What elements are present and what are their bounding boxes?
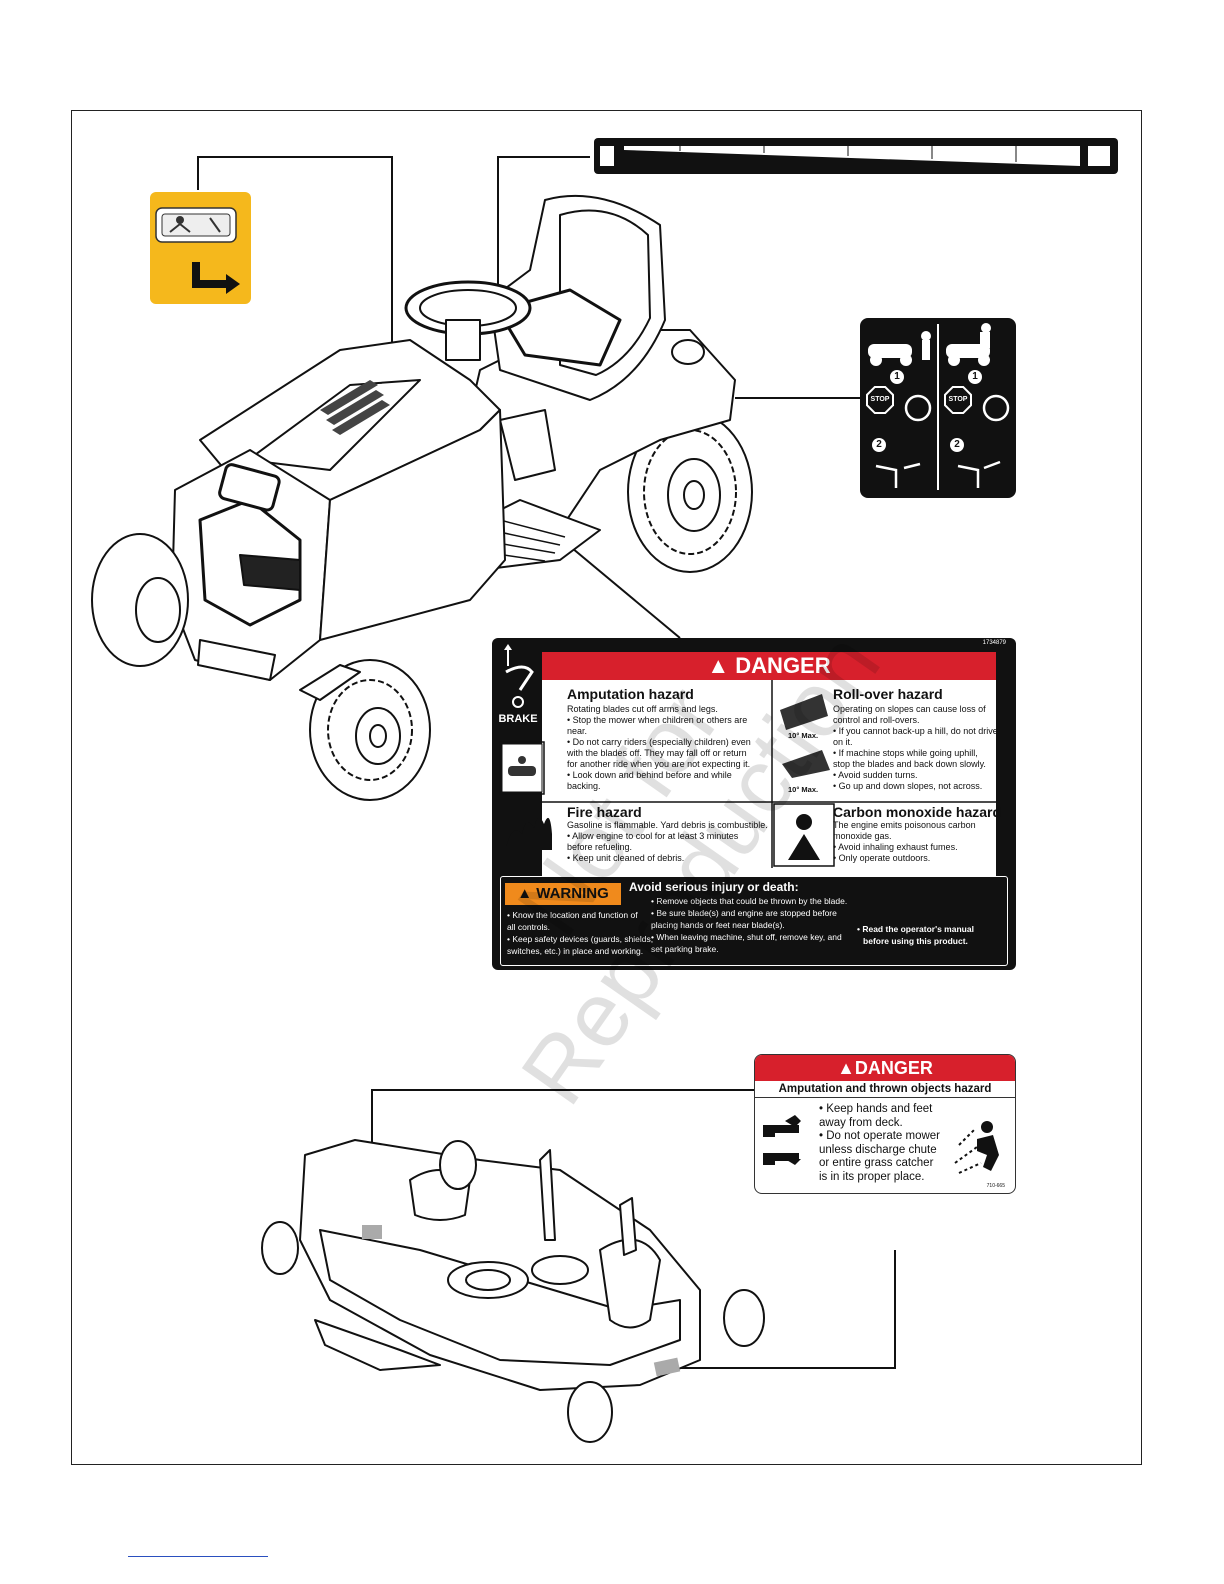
hazard-grid: [542, 652, 996, 882]
deck-danger-header: ▲DANGER: [755, 1055, 1015, 1081]
decal-part-number: 1734879: [982, 640, 1006, 646]
step-number: 2: [872, 438, 886, 452]
footer-link-underline[interactable]: [128, 1556, 268, 1557]
page-frame: [71, 110, 1142, 1465]
stop-sign-icon: STOP: [866, 386, 894, 414]
danger-header: ▲ DANGER: [542, 652, 996, 680]
amputation-title: Amputation hazard: [567, 686, 694, 702]
deck-decal-part-number: 710-665: [986, 1183, 1005, 1189]
brake-panel: BRAKE: [496, 642, 540, 882]
warning-heading: Avoid serious injury or death:: [629, 880, 799, 894]
deck-danger-decal: ▲DANGER Amputation and thrown objects ha…: [754, 1054, 1016, 1194]
leader-line-strip: [497, 156, 590, 290]
warning-badge: ▲ WARNING: [505, 883, 621, 905]
deck-danger-subtitle: Amputation and thrown objects hazard: [755, 1083, 1015, 1098]
pto-stop-decal: STOP STOP 1 1 2 2: [860, 318, 1016, 498]
leader-line-yellow: [197, 156, 393, 355]
slope-max-label: 10° Max.: [788, 731, 819, 740]
main-danger-decal: 1734879 BRAKE ▲ DANGER: [492, 638, 1016, 970]
warning-col1: • Know the location and function of all …: [507, 910, 654, 956]
step-number: 1: [890, 370, 904, 384]
operator-seat-icon: [155, 207, 240, 294]
step-number: 2: [950, 438, 964, 452]
brake-label: BRAKE: [498, 713, 538, 725]
co-title: Carbon monoxide hazard: [833, 804, 1002, 820]
rollover-title: Roll-over hazard: [833, 686, 943, 702]
fire-title: Fire hazard: [567, 804, 642, 820]
deck-danger-text: • Keep hands and feet away from deck.• D…: [819, 1103, 941, 1183]
fire-icon: [506, 817, 552, 850]
amputation-text: Rotating blades cut off arms and legs.• …: [567, 704, 751, 791]
warning-triangle-icon: ▲: [707, 653, 730, 678]
stop-sign-icon: STOP: [944, 386, 972, 414]
warning-col2: • Remove objects that could be thrown by…: [651, 896, 848, 954]
leader-line-danger: [559, 537, 681, 639]
seat-switch-decal: [150, 192, 251, 304]
mower-deck-illustration: [261, 1139, 765, 1443]
step-number: 1: [968, 370, 982, 384]
riding-mower-illustration: [91, 194, 753, 801]
carbon-monoxide-icon: [788, 814, 820, 860]
deck-hazard-pictograms: [763, 1115, 999, 1174]
leader-line-deck-right: [680, 1250, 896, 1369]
pto-pictograms: [868, 323, 1010, 490]
slope-gauge-decal: [594, 138, 1118, 174]
brake-pedal-icon: [504, 644, 534, 708]
blade-hazard-icon: [501, 743, 543, 793]
hazard-pictograms: [499, 680, 996, 922]
slope-max-label: 10° Max.: [788, 785, 819, 794]
rollover-icon: [780, 694, 830, 778]
warning-panel: ▲ WARNING Avoid serious injury or death:…: [500, 876, 1008, 966]
fire-text: Gasoline is flammable. Yard debris is co…: [567, 820, 768, 863]
